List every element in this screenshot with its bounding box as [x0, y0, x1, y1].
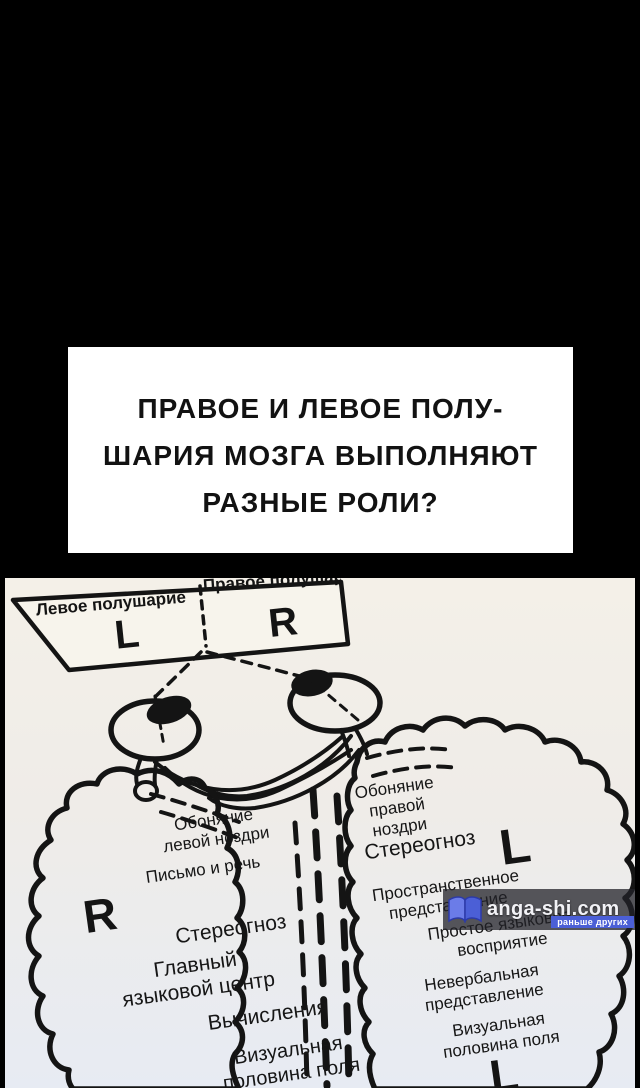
watermark-banner: anga-shi.com раньше других: [443, 889, 635, 930]
caption-line-1: ПРАВОЕ И ЛЕВОЕ ПОЛУ-: [137, 392, 504, 424]
watermark-site-text: anga-shi.com: [487, 898, 620, 920]
sign-shape: [10, 579, 351, 673]
gaze-dash-lines: [150, 650, 309, 702]
sign-right-letter: R: [266, 599, 300, 646]
right-hemisphere-outline: [342, 715, 635, 1088]
book-icon: [448, 895, 482, 923]
brain-diagram-art: [10, 579, 635, 1088]
cortex-texture-dashes: [149, 746, 459, 842]
caption-panel: ПРАВОЕ И ЛЕВОЕ ПОЛУ- ШАРИЯ МОЗГА ВЫПОЛНЯ…: [68, 347, 573, 553]
sign-left-letter: L: [112, 611, 142, 658]
right-eye: [287, 669, 383, 758]
brainstem-dashes: [292, 786, 353, 1088]
caption-line-2: ШАРИЯ МОЗГА ВЫПОЛНЯЮТ: [103, 439, 538, 471]
watermark-tagline: раньше других: [551, 916, 634, 928]
brain-diagram-panel: Левое полушарие L Правое полушарие R Обо…: [5, 578, 635, 1088]
caption-line-3: РАЗНЫЕ РОЛИ?: [202, 486, 439, 518]
left-hemisphere-outline: [25, 766, 249, 1088]
optic-chiasm-lines: [153, 734, 361, 811]
